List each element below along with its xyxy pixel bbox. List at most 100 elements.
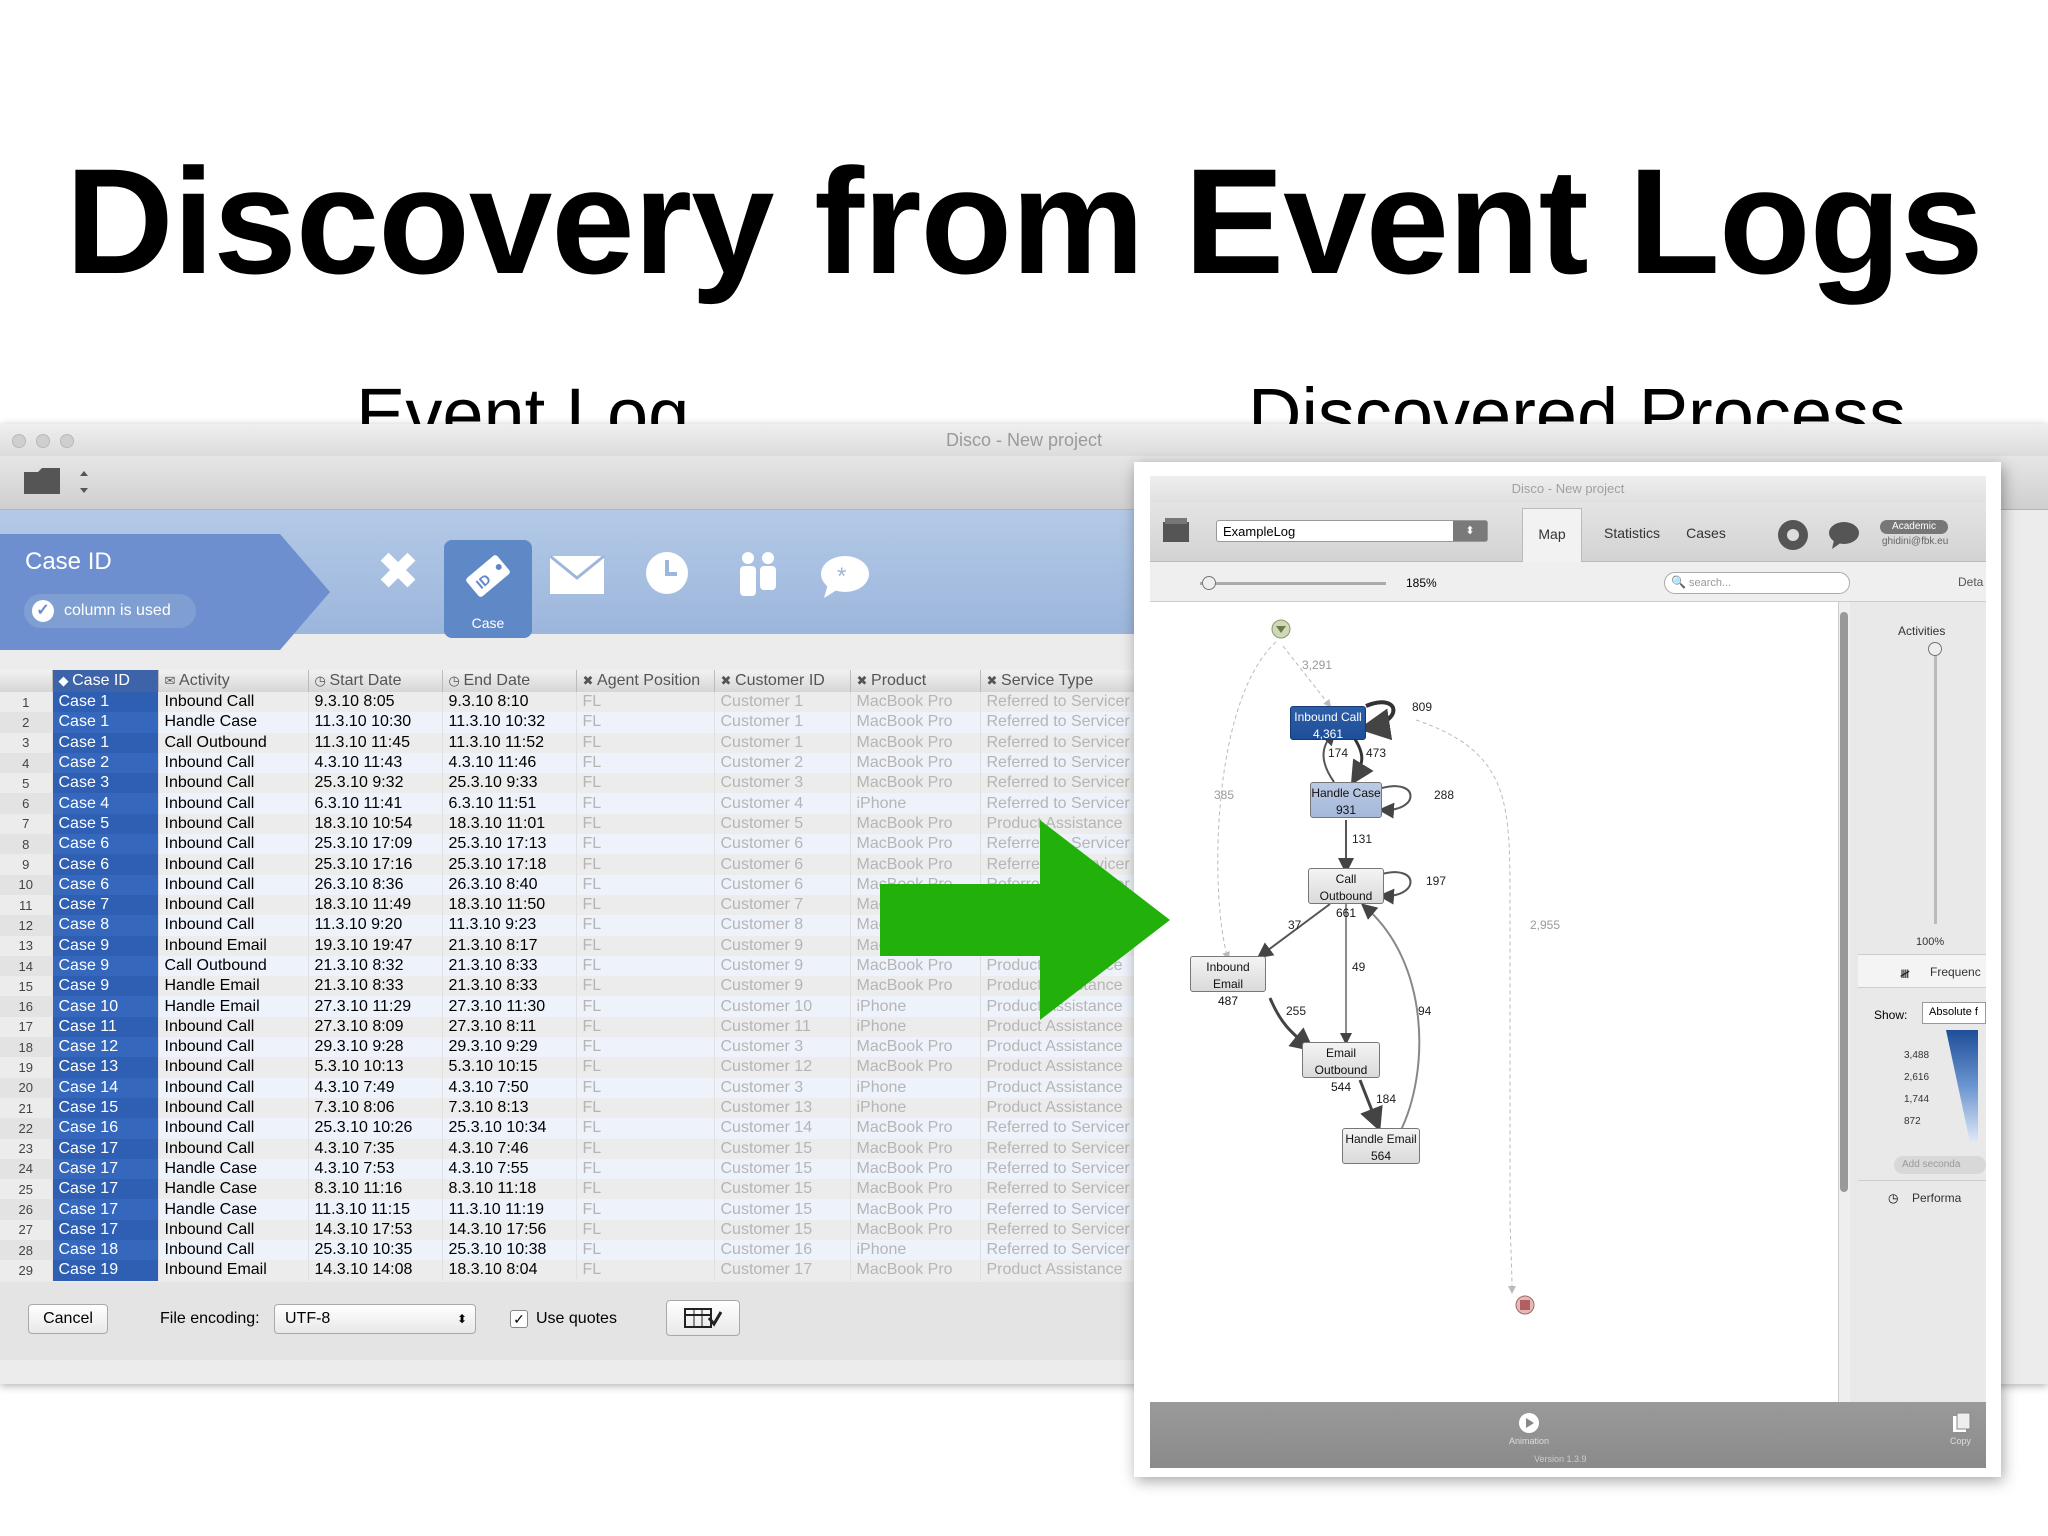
column-header[interactable]: ✉ Activity [158,670,309,692]
file-encoding-select[interactable]: UTF-8 ⬍ [274,1304,476,1334]
use-quotes-checkbox[interactable]: ✓ [510,1310,528,1328]
chevron-updown-icon: ⬍ [456,1312,467,1326]
column-header[interactable]: ✖ Service Type [980,670,1141,692]
canvas-scroll-thumb[interactable] [1840,612,1848,1192]
start-import-button[interactable] [666,1300,740,1336]
minimize-window-icon[interactable] [36,434,50,448]
table-cell: Inbound Call [158,752,309,774]
svg-text:*: * [837,563,846,590]
table-cell: Product Assistance [980,1057,1141,1078]
detail-toggle[interactable]: Deta [1958,575,1984,589]
resource-people-icon[interactable] [734,550,782,598]
column-header[interactable]: ✖ Customer ID [714,670,851,692]
column-header[interactable]: ◆ Case ID [52,670,159,692]
frequency-section[interactable]: 𝍸 Frequenc [1858,954,1986,988]
row-number: 10 [0,874,53,895]
folder-icon[interactable] [22,466,88,498]
remove-icon[interactable]: ✖ [376,543,420,601]
add-secondary-button[interactable]: Add seconda [1894,1156,1986,1174]
row-number: 9 [0,854,53,875]
table-cell: 11.3.10 11:15 [308,1199,443,1220]
column-header[interactable]: ◷ End Date [442,670,577,692]
table-cell: Product Assistance [980,1016,1141,1038]
activities-slider-knob[interactable] [1928,642,1942,656]
canvas-scrollbar[interactable] [1838,602,1850,1402]
table-cell: FL [576,1118,715,1139]
table-cell: Product Assistance [980,1260,1141,1281]
table-cell: Customer 3 [714,1037,851,1058]
copy-icon[interactable] [1952,1412,1972,1434]
play-animation-icon[interactable] [1518,1412,1540,1434]
column-header[interactable]: ◷ Start Date [308,670,443,692]
table-cell: 25.3.10 10:26 [308,1118,443,1139]
zoom-slider[interactable] [1200,582,1386,585]
table-cell: Case 15 [52,1097,159,1119]
cancel-button[interactable]: Cancel [28,1304,108,1334]
timestamp-clock-icon[interactable] [644,550,690,596]
settings-gear-icon[interactable] [1776,518,1810,552]
table-cell: Case 1 [52,712,159,733]
tab-map[interactable]: Map [1522,508,1582,562]
tab-cases[interactable]: Cases [1686,525,1726,541]
show-metric-select[interactable]: Absolute f [1922,1002,1986,1024]
activity-envelope-icon[interactable] [548,554,606,596]
column-header-label: Customer ID [735,672,825,689]
table-cell: 25.3.10 17:16 [308,854,443,875]
column-header-label: Start Date [329,672,402,689]
column-header[interactable]: ✖ Product [850,670,981,692]
edge-label: 3,291 [1302,658,1333,672]
project-view-icon[interactable] [1162,516,1190,544]
table-cell: FL [576,1179,715,1200]
case-role-button[interactable]: ID Case [444,540,532,638]
feedback-speech-icon[interactable] [1828,520,1860,550]
attribute-speech-icon[interactable]: * [820,554,870,600]
table-cell: 4.3.10 7:35 [308,1138,443,1159]
performance-section[interactable]: ◷ Performa [1858,1180,1986,1214]
table-cell: 14.3.10 17:53 [308,1219,443,1241]
column-used-label: column is used [64,602,171,619]
zoom-window-icon[interactable] [60,434,74,448]
zoom-slider-knob[interactable] [1202,576,1216,590]
activities-slider[interactable] [1934,644,1937,924]
file-encoding-label: File encoding: [160,1310,260,1327]
table-cell: FL [576,935,715,956]
table-cell: FL [576,894,715,916]
column-used-toggle[interactable]: ✓ column is used [24,594,196,628]
column-header[interactable]: ✖ Agent Position [576,670,715,692]
search-input[interactable]: 🔍 search... [1664,572,1850,594]
log-select[interactable]: ExampleLog ⬍ [1216,520,1488,542]
tab-statistics[interactable]: Statistics [1603,525,1660,541]
close-window-icon[interactable] [12,434,26,448]
